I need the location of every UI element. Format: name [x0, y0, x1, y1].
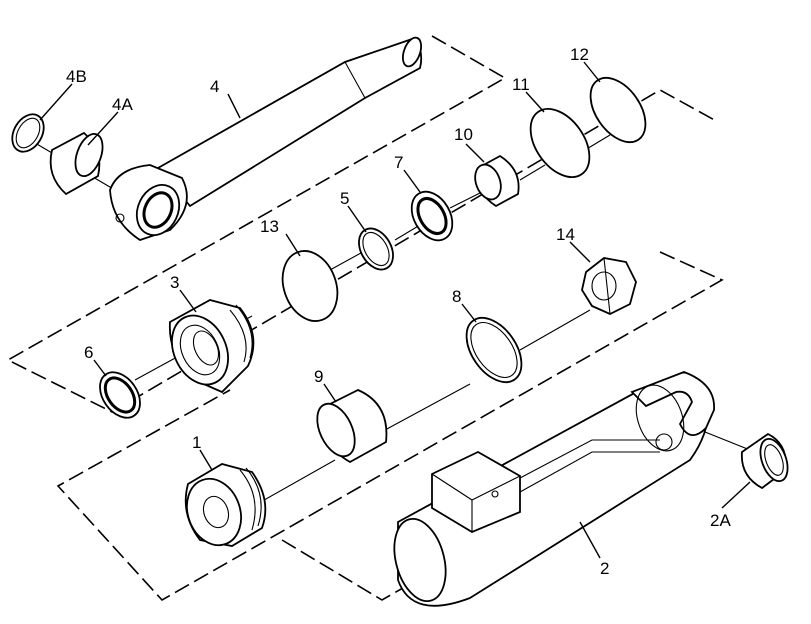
part-4a-bushing — [49, 131, 104, 196]
part-10-bushing — [474, 154, 520, 208]
part-7-wiper — [410, 190, 454, 242]
callout-3: 3 — [170, 273, 179, 292]
part-4-rod — [109, 36, 423, 241]
callout-6: 6 — [84, 343, 93, 362]
callout-7: 7 — [394, 153, 403, 172]
callout-4b: 4B — [66, 67, 87, 86]
callout-10: 10 — [454, 125, 473, 144]
rod-group-boundary — [6, 35, 719, 413]
callout-9: 9 — [314, 367, 323, 386]
part-2-tube — [393, 371, 715, 607]
callout-14: 14 — [556, 225, 575, 244]
part-12-seal — [589, 77, 647, 143]
part-4b-ring — [11, 113, 45, 153]
part-13-seal — [281, 250, 339, 322]
callout-2: 2 — [600, 559, 609, 578]
callout-1: 1 — [192, 433, 201, 452]
callout-11: 11 — [512, 75, 530, 94]
callout-4: 4 — [210, 77, 219, 96]
callout-8: 8 — [452, 287, 461, 306]
leader-lines — [39, 61, 751, 559]
part-9-wear-ring — [316, 389, 388, 464]
part-11-seal — [529, 108, 591, 178]
callout-4a: 4A — [112, 95, 133, 114]
part-3-head — [168, 299, 255, 394]
part-1-piston — [184, 463, 267, 547]
callout-labels: 4B 4A 4 13 5 7 10 11 12 3 14 6 8 9 1 2 2… — [66, 45, 731, 578]
callout-12: 12 — [570, 45, 589, 64]
callout-5: 5 — [340, 189, 349, 208]
part-2a-bushing — [740, 432, 789, 490]
piston-group-boundary — [56, 251, 724, 602]
callout-2a: 2A — [710, 511, 731, 530]
part-8-seal — [465, 317, 523, 383]
callout-13: 13 — [260, 217, 279, 236]
part-14-nut — [581, 257, 637, 315]
